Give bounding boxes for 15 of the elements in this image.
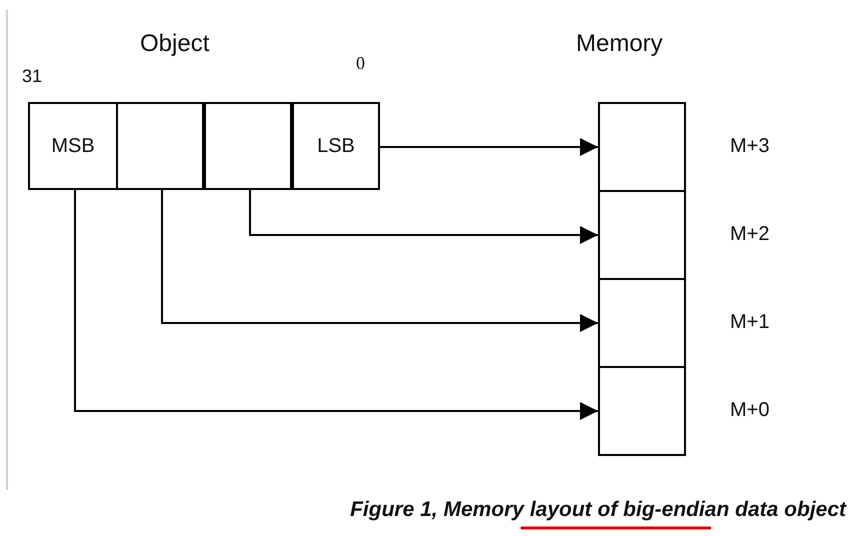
- address-label: M+0: [730, 399, 770, 422]
- address-label: M+2: [730, 223, 770, 246]
- arrow: [74, 190, 598, 420]
- address-label: M+3: [730, 135, 770, 158]
- address-label: M+1: [730, 311, 770, 334]
- heading: Memory: [576, 30, 663, 58]
- byte-cell: LSB: [292, 102, 380, 190]
- bit-number: 31: [22, 66, 42, 87]
- arrow: [249, 190, 598, 244]
- bit-number: 0: [356, 53, 365, 74]
- figure-caption: Figure 1, Memory layout of big-endian data object: [350, 498, 846, 522]
- arrow: [380, 138, 598, 156]
- heading: Object: [140, 30, 210, 58]
- arrow: [161, 190, 598, 332]
- byte-cell: MSB: [28, 102, 118, 190]
